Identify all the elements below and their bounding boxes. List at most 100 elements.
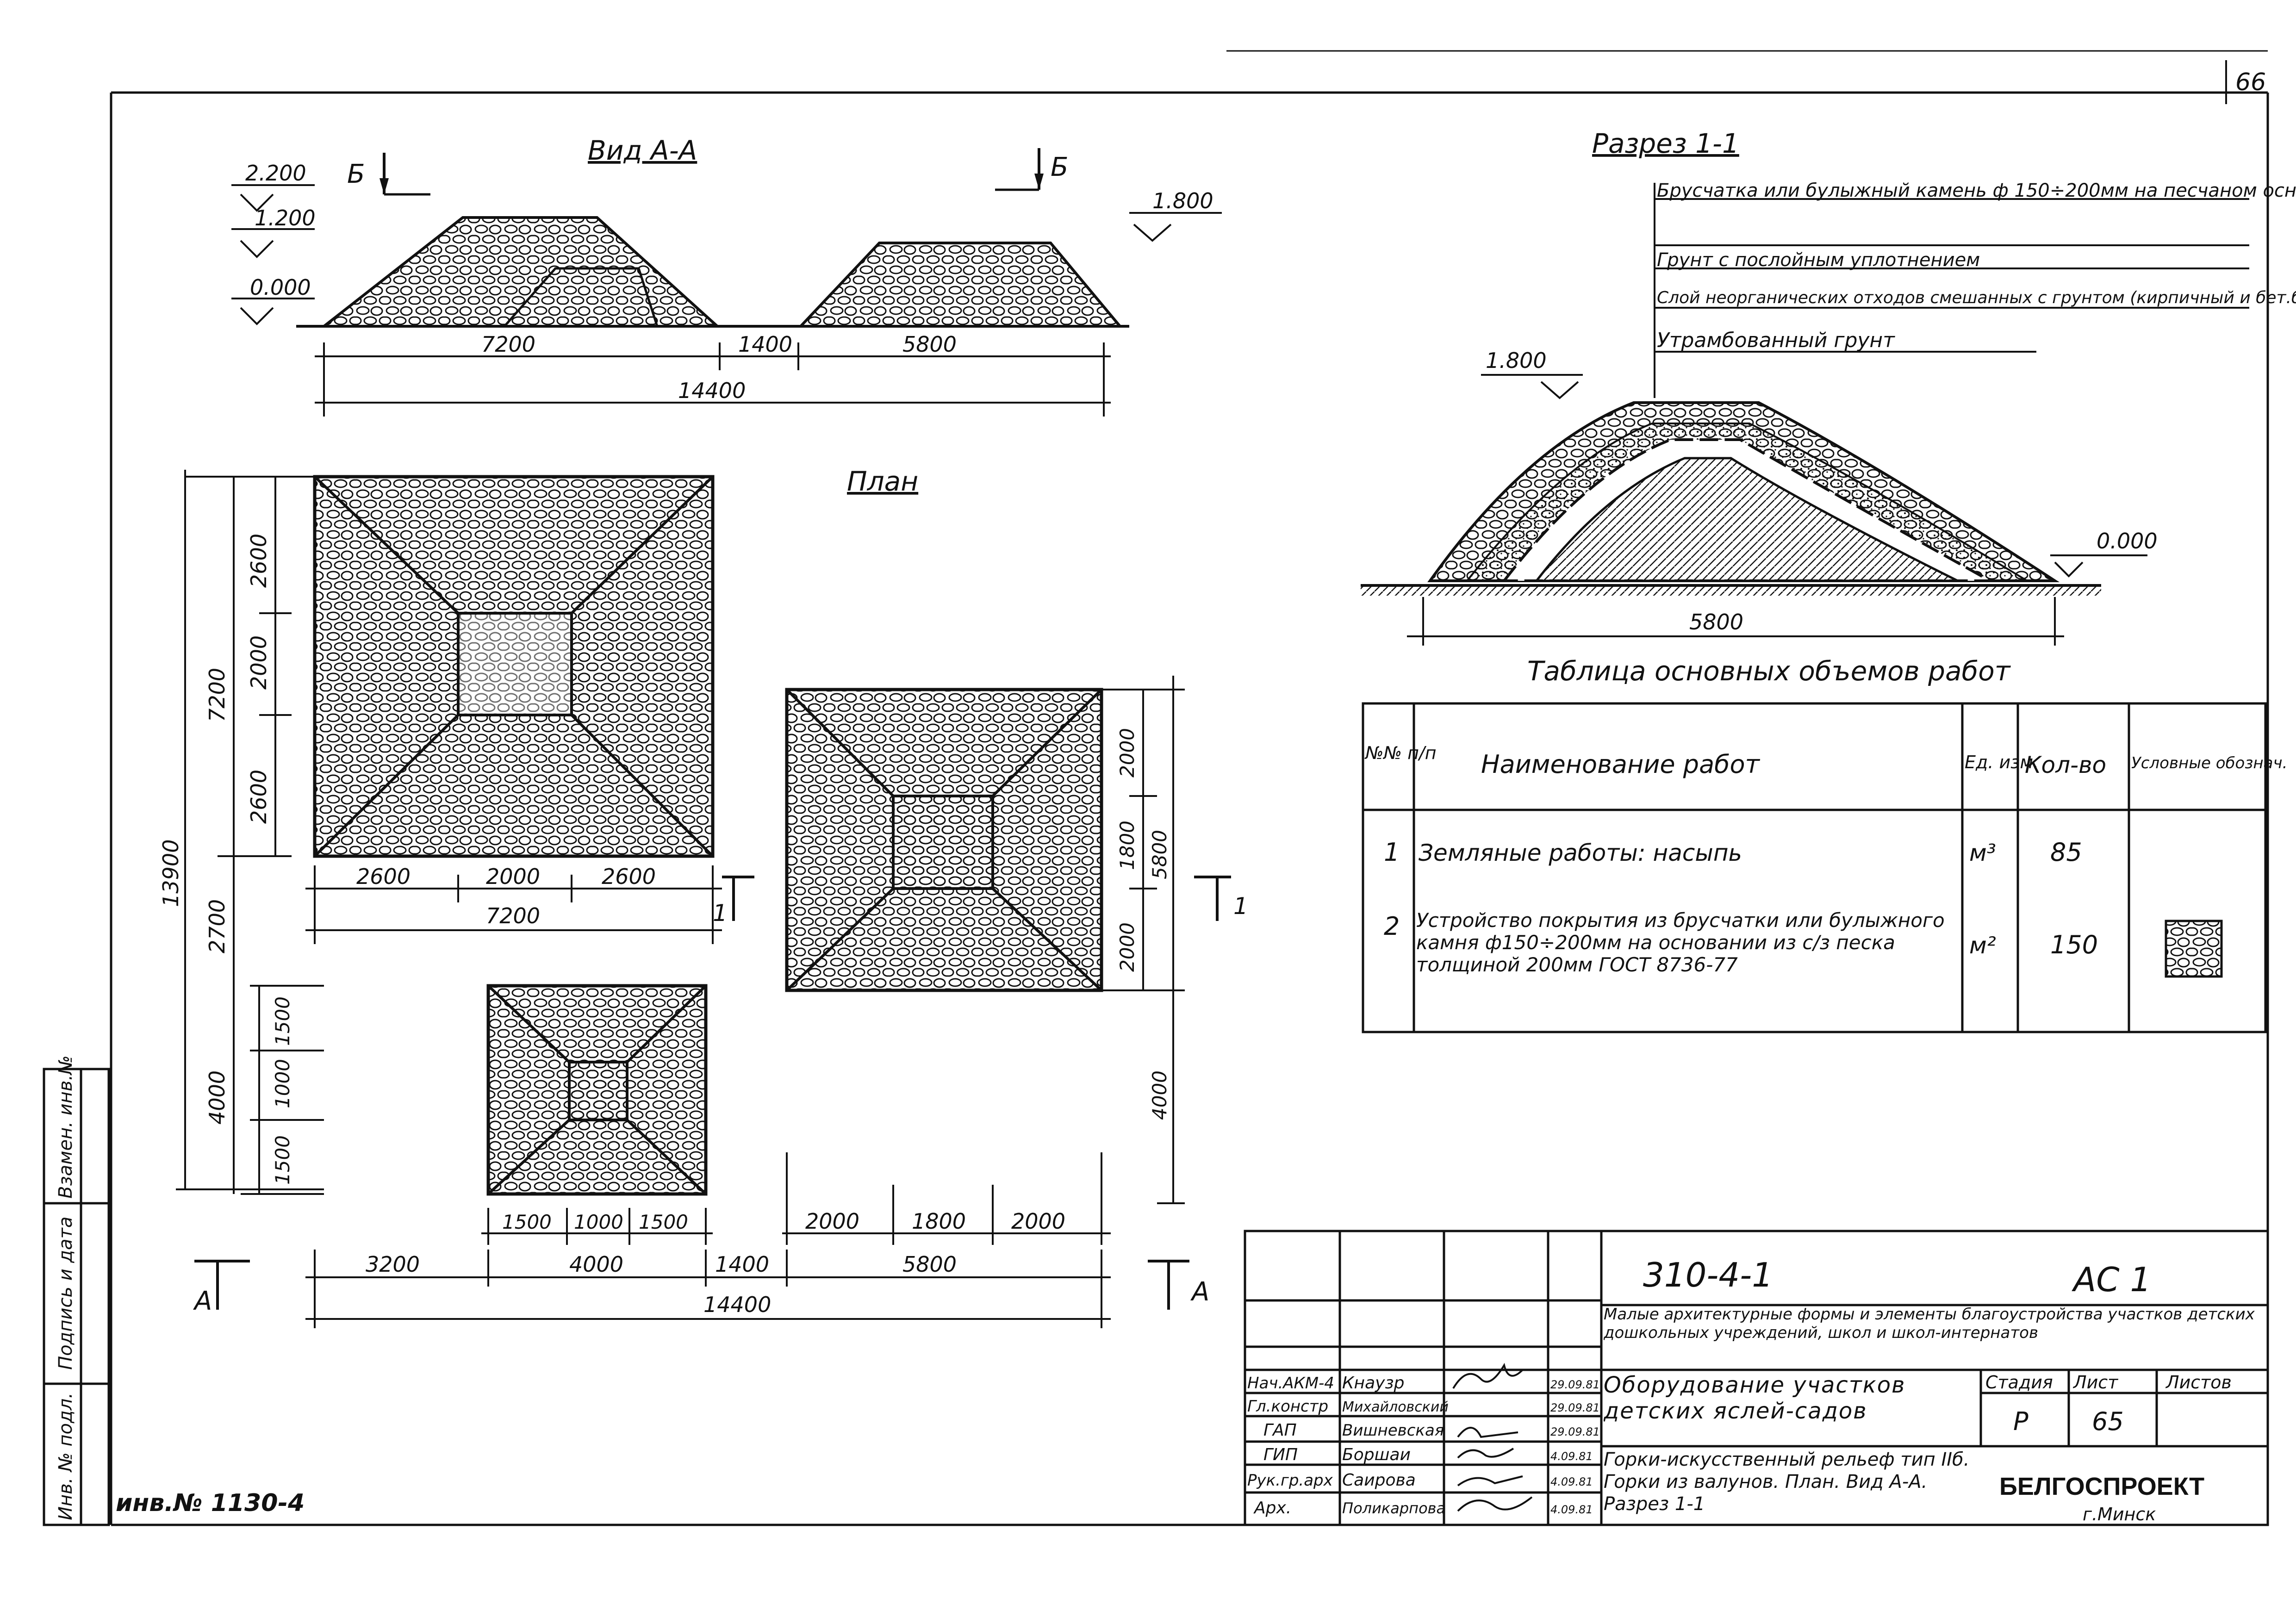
th-unit: Ед. изм. — [1965, 752, 2039, 772]
layer-note-2: Грунт с послойным уплотнением — [1657, 249, 1980, 271]
signature-6 — [1457, 1496, 1533, 1512]
plan-dim-7200: 7200 — [486, 903, 540, 928]
th-name: Наименование работ — [1481, 750, 1761, 779]
stamp-replace-inv: Взамен. инв.№ — [55, 1055, 76, 1199]
plan-mid-vdim-5800: 5800 — [1148, 830, 1171, 879]
staff-role-5: Рук.гр.арх — [1247, 1471, 1333, 1490]
section-mark-a-left: А — [193, 1286, 212, 1316]
row2-unit: м² — [1969, 932, 1996, 959]
staff-date-4: 4.09.81 — [1550, 1450, 1593, 1463]
section-1-1-title: Разрез 1-1 — [1592, 128, 1739, 159]
signature-3 — [1457, 1427, 1518, 1438]
th-qty: Кол-во — [2025, 752, 2106, 778]
title-block: 310-4-1 АС 1 Малые архитектурные формы и… — [1244, 1230, 2269, 1526]
level-1800: 1.800 — [1152, 188, 1213, 213]
plan-small-vdim-4000: 4000 — [205, 1070, 230, 1125]
plan-mound-large — [313, 475, 715, 858]
section-1-1: Разрез 1-1 Брусчатка или булыжный камень… — [1361, 128, 2296, 646]
plan-view: План 2600 2000 2600 7200 — [158, 466, 1248, 1328]
dim-1400: 1400 — [738, 332, 792, 357]
sheet-value: 65 — [2092, 1407, 2124, 1436]
staff-name-2: Михайловский — [1342, 1399, 1449, 1415]
plan-dim-2000: 2000 — [486, 864, 540, 889]
cobblestone-legend-symbol — [2165, 920, 2223, 978]
staff-name-5: Саирова — [1342, 1471, 1416, 1490]
plan-dim-2600-b: 2600 — [602, 864, 656, 889]
plan-vdim-2600-top: 2600 — [246, 534, 271, 588]
plan-bottom-dim-5800: 5800 — [902, 1252, 957, 1277]
level-2200: 2.200 — [245, 161, 306, 186]
organization: БЕЛГОСПРОЕКТ — [1999, 1473, 2204, 1500]
section-mark-1-left: 1 — [713, 900, 728, 927]
staff-date-3: 29.09.81 — [1550, 1425, 1600, 1438]
dim-7200: 7200 — [481, 332, 535, 357]
sheet-label: Лист — [2072, 1372, 2119, 1393]
object-name: Оборудование участков детских яслей-садо… — [1604, 1372, 1906, 1424]
stamp-inv-number: Инв. № подл. — [55, 1393, 76, 1520]
row1-unit: м³ — [1969, 839, 1996, 866]
mound-large-elevation — [320, 216, 721, 328]
inv-number: инв.№ 1130-4 — [116, 1489, 305, 1517]
staff-date-6: 4.09.81 — [1550, 1503, 1593, 1516]
plan-dim-2600-a: 2600 — [356, 864, 411, 889]
row2-qty: 150 — [2050, 930, 2098, 959]
staff-date-1: 29.09.81 — [1550, 1378, 1600, 1391]
signature-1 — [1452, 1362, 1524, 1389]
binding-strip — [43, 1068, 110, 1526]
signature-5 — [1457, 1475, 1523, 1486]
plan-mid-dim-2000-a: 2000 — [805, 1209, 859, 1234]
row1-qty: 85 — [2050, 838, 2082, 867]
staff-name-1: Кнаузр — [1342, 1374, 1404, 1393]
sheets-label: Листов — [2165, 1372, 2232, 1393]
section-level-1800: 1.800 — [1486, 348, 1547, 373]
section-mark-b-right: Б — [1051, 152, 1068, 182]
layer-note-1: Брусчатка или булыжный камень ф 150÷200м… — [1657, 180, 2296, 201]
plan-small-dim-1500-a: 1500 — [502, 1211, 552, 1233]
plan-small-dim-1000: 1000 — [574, 1211, 623, 1233]
row1-num: 1 — [1384, 838, 1400, 867]
table-title: Таблица основных объемов работ — [1527, 655, 2011, 687]
stage-label: Стадия — [1985, 1372, 2053, 1393]
plan-mound-small — [486, 984, 708, 1196]
layer-note-1a: Брусчатка или булыжный камень ф 150÷200м… — [1657, 180, 2296, 201]
plan-mid-vdim-1800: 1800 — [1116, 821, 1139, 870]
plan-vdim-7200: 7200 — [205, 668, 230, 722]
organization-city: г.Минск — [2083, 1504, 2156, 1524]
view-a-a: Вид А-А Б Б 2.200 1.200 0.000 1.800 72 — [231, 135, 1222, 417]
staff-role-2: Гл.констр — [1247, 1397, 1328, 1416]
plan-vdim-2700: 2700 — [205, 899, 230, 953]
staff-name-4: Боршаи — [1342, 1445, 1411, 1464]
plan-mound-medium — [785, 688, 1103, 992]
section-core-hatched — [1534, 457, 1959, 582]
row2-num: 2 — [1384, 912, 1400, 941]
plan-mid-vdim-2000-top: 2000 — [1116, 728, 1139, 777]
dim-5800: 5800 — [902, 332, 957, 357]
plan-mid-vdim-2000-bottom: 2000 — [1116, 922, 1139, 972]
plan-vdim-2600-bottom: 2600 — [246, 770, 271, 824]
plan-small-vdim-1500-top: 1500 — [271, 996, 294, 1046]
staff-role-1: Нач.АКМ-4 — [1247, 1374, 1334, 1393]
row1-name: Земляные работы: насыпь — [1419, 839, 1742, 866]
stamp-signature-date: Подпись и дата — [55, 1217, 76, 1370]
layer-note-3: Слой неорганических отходов смешанных с … — [1657, 288, 2296, 307]
section-mark-1-right: 1 — [1233, 893, 1248, 920]
th-symbol: Условные обознач. — [2131, 754, 2287, 772]
th-num: №№ п/п — [1364, 743, 1437, 763]
plan-small-dim-1500-b: 1500 — [639, 1211, 688, 1233]
staff-date-2: 29.09.81 — [1550, 1401, 1600, 1414]
project-name: Малые архитектурные формы и элементы бла… — [1604, 1305, 2255, 1342]
plan-bottom-dim-14400: 14400 — [703, 1292, 771, 1317]
sheet-number: 66 — [2235, 68, 2266, 96]
row2-name: Устройство покрытия из брусчатки или бул… — [1416, 909, 1945, 976]
staff-date-5: 4.09.81 — [1550, 1475, 1593, 1488]
plan-bottom-dim-3200: 3200 — [366, 1252, 420, 1277]
plan-mid-vdim-4000: 4000 — [1148, 1070, 1171, 1120]
staff-role-3: ГАП — [1263, 1421, 1297, 1440]
drawing-code: 310-4-1 — [1643, 1256, 1773, 1294]
plan-bottom-dim-4000: 4000 — [569, 1252, 623, 1277]
plan-mid-dim-2000-b: 2000 — [1011, 1209, 1065, 1234]
plan-title: План — [847, 466, 918, 497]
level-1200: 1.200 — [255, 205, 316, 230]
plan-small-vdim-1500-bottom: 1500 — [271, 1135, 294, 1185]
